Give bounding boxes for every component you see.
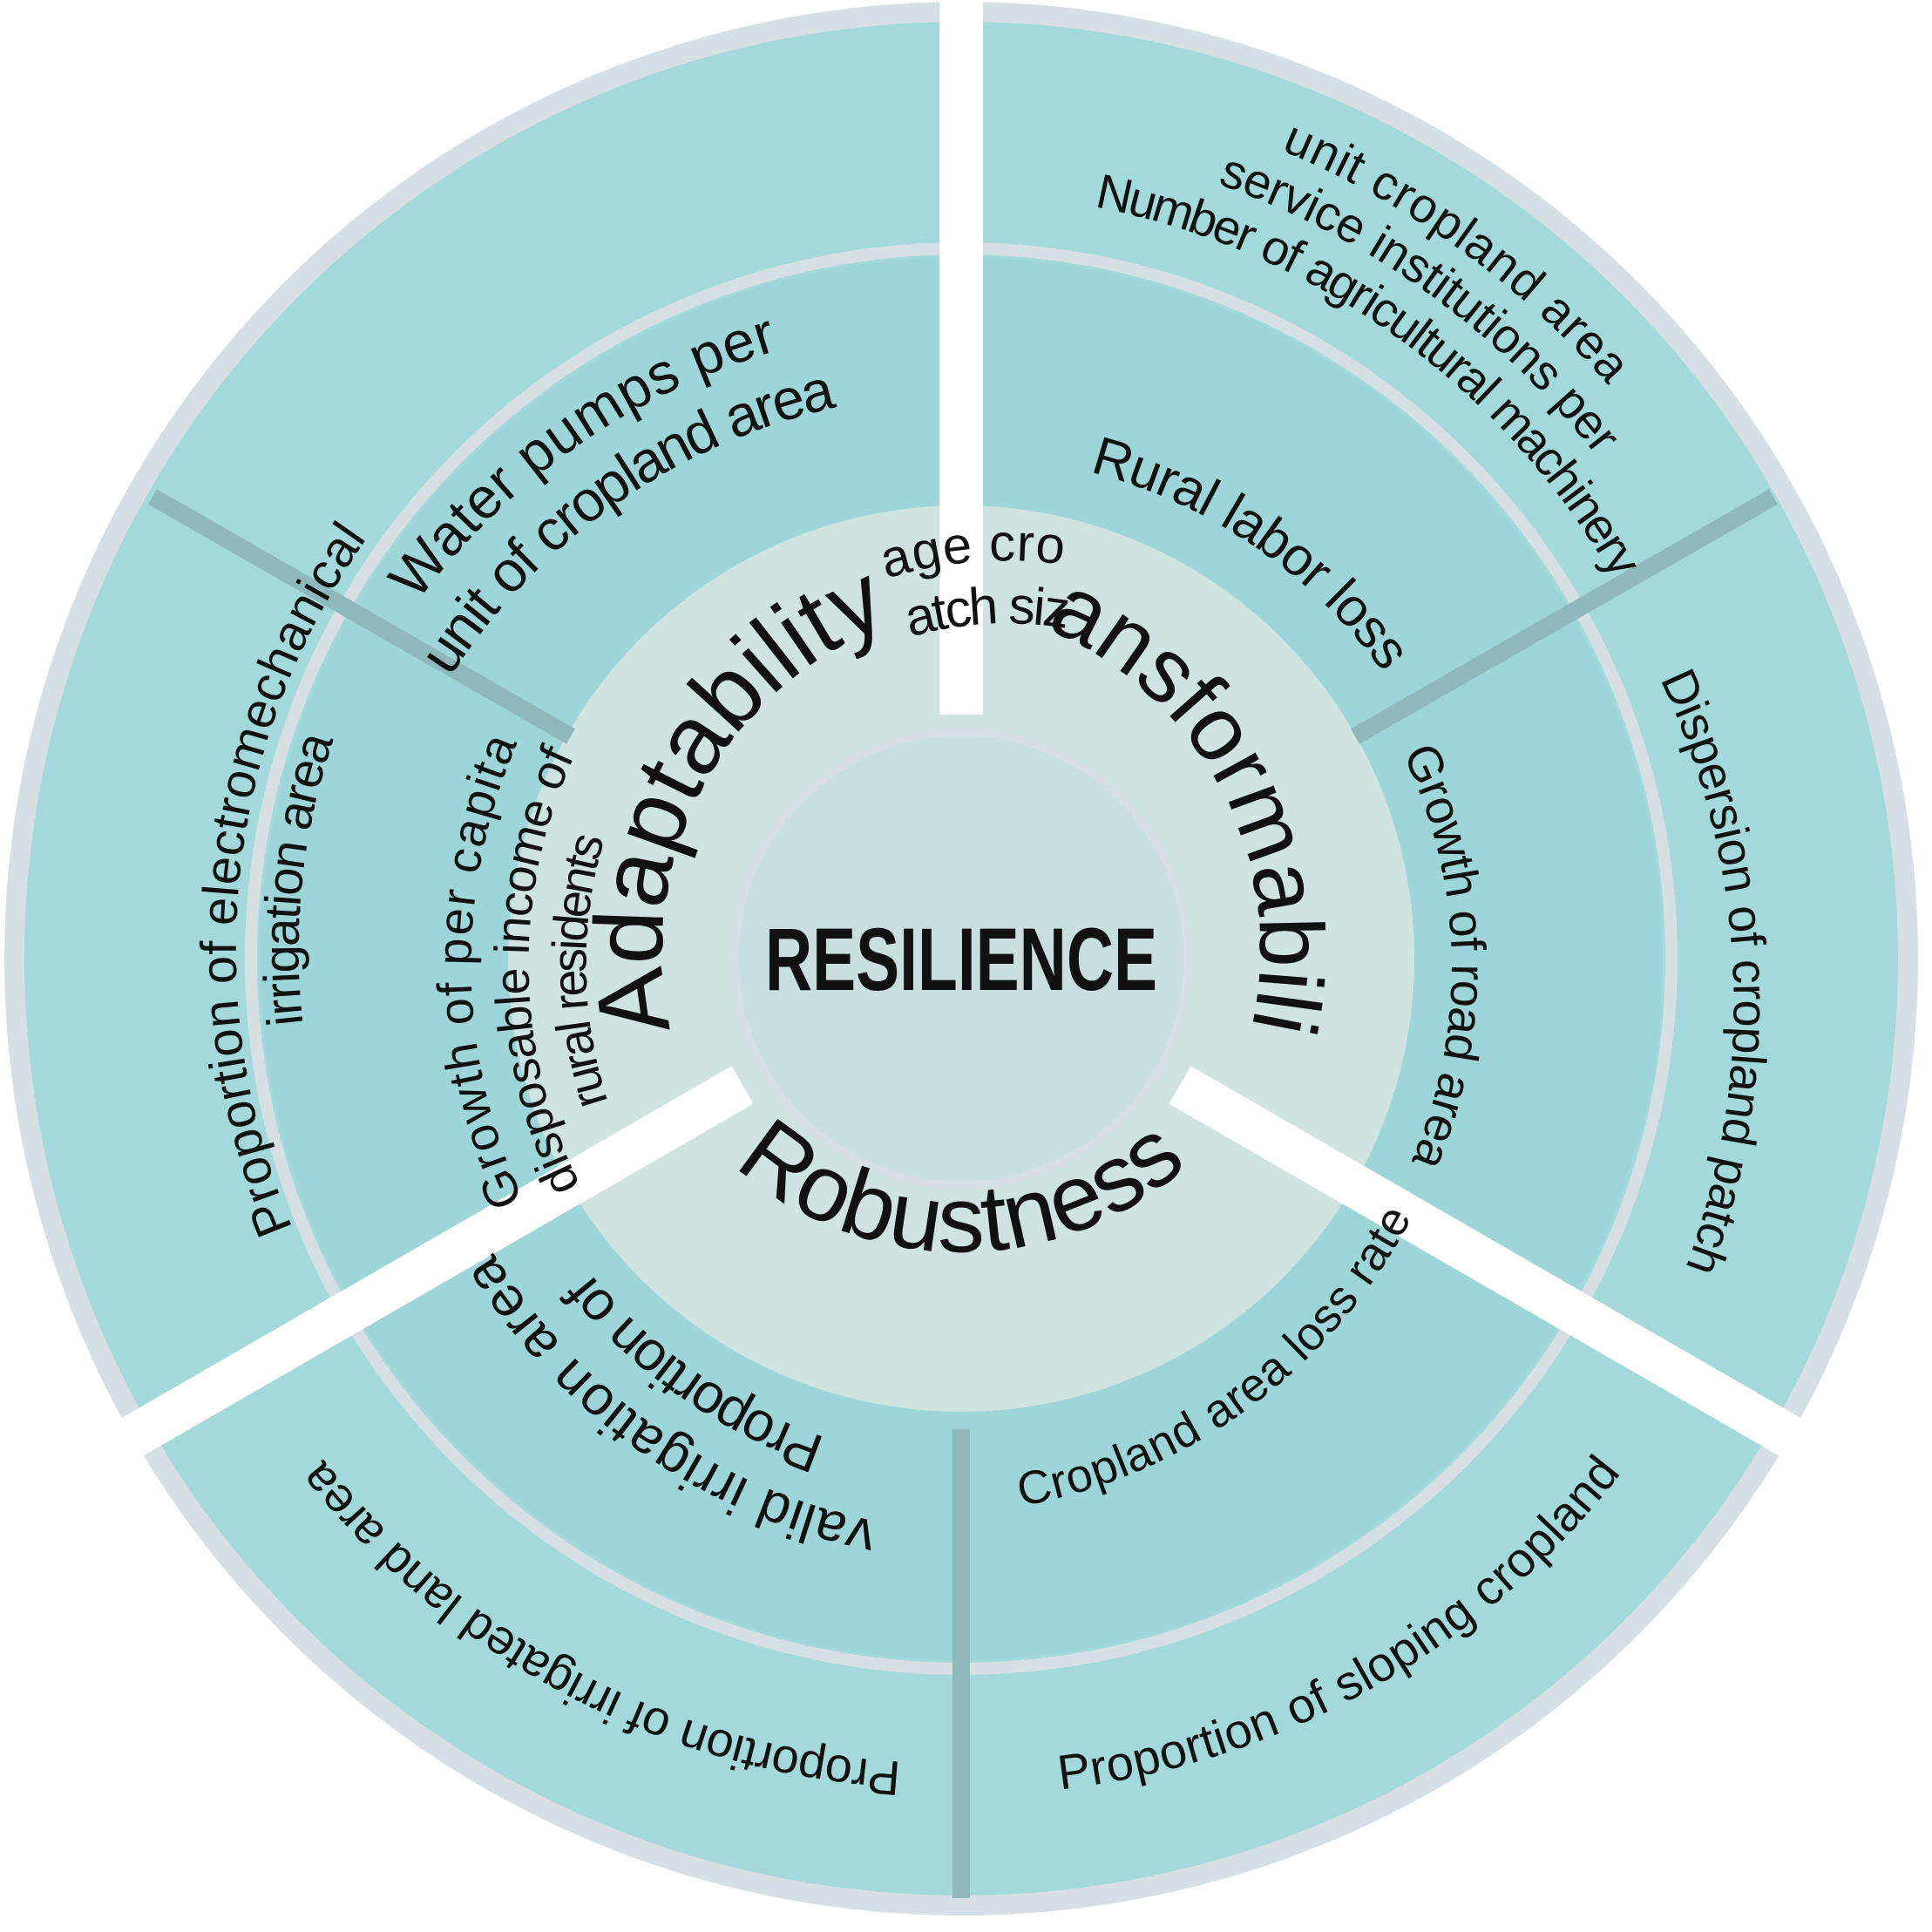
divider-transformability [1351, 489, 1778, 744]
gap-lower-left [119, 1066, 754, 1457]
sector-dividers [148, 489, 1778, 1898]
gap-lower-right [1169, 1066, 1803, 1457]
center-disc: RESILIENCE [730, 728, 1192, 1190]
divider-adaptability [148, 489, 575, 744]
center-title: RESILIENCE [765, 910, 1157, 1009]
dimension-gaps [119, 0, 1803, 1457]
